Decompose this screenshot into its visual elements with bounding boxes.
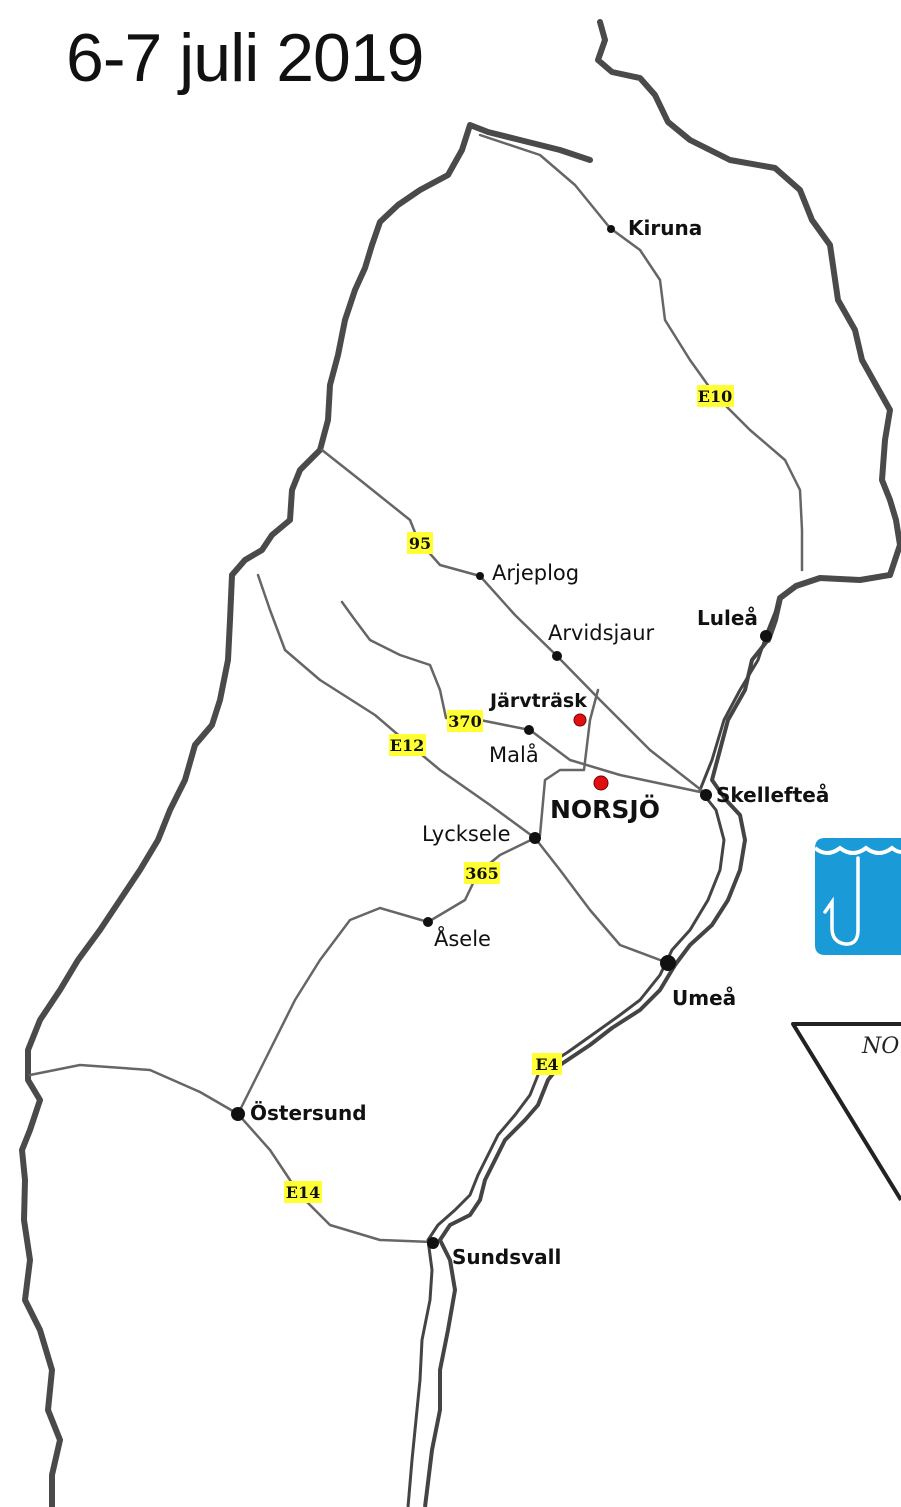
marker-mala — [524, 725, 534, 735]
svg-text:365: 365 — [465, 864, 498, 883]
shield-e10: E10 — [697, 385, 734, 407]
marker-kiruna — [607, 225, 615, 233]
shield-e14: E14 — [284, 1181, 322, 1203]
marker-norsjo — [593, 775, 609, 791]
road-lycksele-umea — [533, 836, 670, 965]
label-mala: Malå — [489, 742, 539, 767]
shield-365: 365 — [464, 862, 500, 884]
label-asele: Åsele — [434, 925, 491, 951]
marker-lulea — [760, 630, 772, 642]
marker-jarvtrask — [573, 713, 587, 727]
coastline-inner — [406, 604, 780, 1507]
marker-skelleftea — [700, 789, 712, 801]
label-arjeplog: Arjeplog — [492, 561, 579, 585]
road-arjeplog-extra — [340, 600, 707, 795]
coastline-outer — [423, 638, 770, 1507]
label-kiruna: Kiruna — [628, 216, 702, 240]
marker-arjeplog — [476, 572, 484, 580]
emblem-text: NO — [861, 1034, 899, 1059]
triangle-emblem: NO — [791, 1022, 901, 1202]
marker-umea — [660, 955, 676, 971]
svg-text:E12: E12 — [390, 736, 424, 755]
road-e12 — [256, 573, 537, 840]
svg-text:95: 95 — [409, 534, 431, 553]
country-border — [19, 19, 901, 1507]
fish-hook-icon — [823, 856, 860, 946]
marker-asele — [423, 917, 433, 927]
svg-text:E4: E4 — [535, 1055, 558, 1074]
svg-text:370: 370 — [448, 712, 481, 731]
label-lycksele: Lycksele — [422, 822, 511, 846]
marker-ostersund — [231, 1107, 245, 1121]
label-arvidsjaur: Arvidsjaur — [548, 621, 655, 645]
svg-text:E14: E14 — [286, 1183, 320, 1202]
svg-text:E10: E10 — [698, 387, 732, 406]
label-ostersund: Östersund — [250, 1101, 367, 1125]
label-norsjo: NORSJÖ — [550, 794, 660, 824]
shield-95: 95 — [407, 532, 433, 554]
road-e14 — [28, 1063, 434, 1244]
label-skelleftea: Skellefteå — [716, 783, 829, 807]
label-jarvtrask: Järvträsk — [488, 690, 587, 712]
shield-370: 370 — [447, 710, 483, 732]
fishing-logo — [813, 838, 901, 955]
page-title: 6-7 juli 2019 — [66, 20, 424, 96]
label-lulea: Luleå — [697, 606, 758, 630]
marker-arvidsjaur — [552, 651, 562, 661]
marker-lycksele — [529, 832, 541, 844]
marker-sundsvall — [427, 1237, 439, 1249]
shield-e12: E12 — [389, 734, 426, 756]
road-e10 — [478, 133, 804, 572]
road-jarvtrask — [538, 688, 600, 837]
label-umea: Umeå — [672, 986, 736, 1010]
shield-e4: E4 — [532, 1053, 562, 1075]
label-sundsvall: Sundsvall — [452, 1245, 561, 1269]
